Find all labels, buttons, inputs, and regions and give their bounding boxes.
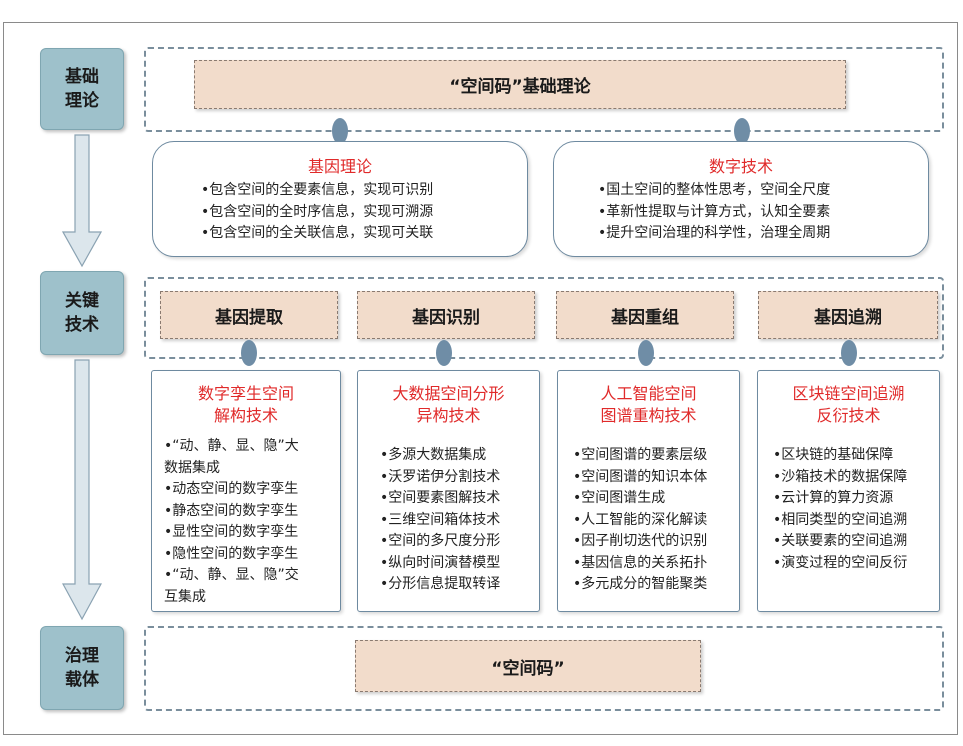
list-item: •静态空间的数字孪生 bbox=[164, 502, 299, 519]
level-basic-theory-label: 基础理论 bbox=[65, 67, 99, 111]
list-item: •空间图谱生成 bbox=[573, 490, 666, 506]
list-item: •空间要素图解技术 bbox=[380, 490, 501, 506]
level-basic-theory: 基础理论 bbox=[40, 48, 124, 130]
list-item: •提升空间治理的科学性，治理全周期 bbox=[598, 225, 831, 241]
ai-graph-card: 人工智能空间 图谱重构技术 •空间图谱的要素层级 •空间图谱的知识本体 •空间图… bbox=[557, 370, 740, 612]
list-item: •“动、静、显、隐”交 bbox=[164, 567, 299, 583]
level-governance-carrier: 治理载体 bbox=[40, 626, 124, 710]
key-technology-region bbox=[144, 277, 944, 359]
list-item: •多源大数据集成 bbox=[380, 447, 487, 463]
digital-technology-title: 数字技术 bbox=[708, 157, 773, 176]
list-item: •人工智能的深化解读 bbox=[573, 511, 708, 528]
down-arrow-icon bbox=[62, 359, 102, 621]
list-item: •演变过程的空间反衍 bbox=[773, 554, 908, 571]
list-item: •隐性空间的数字孪生 bbox=[164, 545, 299, 562]
card-title: 数字孪生空间 bbox=[197, 384, 294, 403]
blockchain-trace-card: 区块链空间追溯 反衍技术 •区块链的基础保障 •沙箱技术的数据保障 •云计算的算… bbox=[757, 370, 940, 612]
card-title: 异构技术 bbox=[416, 406, 481, 425]
list-item: •因子削切迭代的识别 bbox=[573, 533, 708, 549]
level-key-technology: 关键技术 bbox=[40, 271, 124, 355]
list-item: •纵向时间演替模型 bbox=[380, 554, 501, 571]
list-item: •空间的多尺度分形 bbox=[380, 533, 501, 549]
list-item: •云计算的算力资源 bbox=[773, 490, 894, 506]
list-item: 数据集成 bbox=[164, 459, 220, 476]
gene-extraction-box: 基因提取 bbox=[160, 291, 338, 339]
down-arrow-icon bbox=[62, 134, 102, 268]
space-code-theory-box: “空间码”基础理论 bbox=[194, 60, 846, 109]
level-governance-carrier-label: 治理载体 bbox=[65, 646, 99, 690]
list-item: 互集成 bbox=[164, 588, 206, 605]
list-item: •“动、静、显、隐”大 bbox=[164, 438, 299, 454]
list-item: •包含空间的全要素信息，实现可识别 bbox=[201, 182, 434, 198]
basic-theory-region bbox=[144, 47, 944, 132]
list-item: •三维空间箱体技术 bbox=[380, 511, 501, 528]
big-data-fractal-card: 大数据空间分形 异构技术 •多源大数据集成 •沃罗诺伊分割技术 •空间要素图解技… bbox=[357, 370, 540, 612]
list-item: •包含空间的全关联信息，实现可关联 bbox=[201, 225, 434, 241]
list-item: •相同类型的空间追溯 bbox=[773, 511, 908, 528]
card-title: 解构技术 bbox=[213, 406, 278, 425]
level-key-technology-label: 关键技术 bbox=[65, 291, 99, 335]
connector-node bbox=[734, 118, 750, 144]
gene-traceability-box: 基因追溯 bbox=[758, 291, 938, 339]
space-code-box: “空间码” bbox=[355, 640, 701, 692]
list-item: •沃罗诺伊分割技术 bbox=[380, 468, 501, 485]
list-item: •显性空间的数字孪生 bbox=[164, 524, 299, 540]
gene-theory-title: 基因理论 bbox=[307, 157, 372, 176]
list-item: •空间图谱的知识本体 bbox=[573, 468, 708, 485]
list-item: •多元成分的智能聚类 bbox=[573, 576, 708, 592]
governance-region bbox=[144, 626, 944, 711]
list-item: •分形信息提取转译 bbox=[380, 576, 501, 592]
connector-node bbox=[332, 118, 348, 144]
card-title: 区块链空间追溯 bbox=[792, 384, 905, 403]
card-title: 人工智能空间 bbox=[600, 384, 697, 403]
card-title: 大数据空间分形 bbox=[392, 384, 505, 403]
card-title: 图谱重构技术 bbox=[600, 406, 697, 425]
diagram-frame bbox=[3, 22, 958, 735]
connector-node bbox=[436, 340, 452, 366]
connector-node bbox=[841, 340, 857, 366]
list-item: •沙箱技术的数据保障 bbox=[773, 468, 908, 485]
list-item: •包含空间的全时序信息，实现可溯源 bbox=[201, 203, 434, 220]
list-item: •空间图谱的要素层级 bbox=[573, 447, 708, 463]
card-title: 反衍技术 bbox=[816, 406, 881, 425]
list-item: •动态空间的数字孪生 bbox=[164, 481, 299, 497]
connector-node bbox=[241, 340, 257, 366]
digital-technology-card: 数字技术 •国土空间的整体性思考，空间全尺度 •革新性提取与计算方式，认知全要素… bbox=[553, 141, 929, 257]
connector-node bbox=[638, 340, 654, 366]
list-item: •区块链的基础保障 bbox=[773, 447, 894, 463]
list-item: •革新性提取与计算方式，认知全要素 bbox=[598, 203, 831, 220]
list-item: •国土空间的整体性思考，空间全尺度 bbox=[598, 182, 831, 198]
digital-twin-card: 数字孪生空间 解构技术 •“动、静、显、隐”大 数据集成 •动态空间的数字孪生 … bbox=[151, 370, 341, 612]
gene-recognition-box: 基因识别 bbox=[357, 291, 535, 339]
list-item: •关联要素的空间追溯 bbox=[773, 533, 908, 549]
gene-theory-card: 基因理论 •包含空间的全要素信息，实现可识别 •包含空间的全时序信息，实现可溯源… bbox=[152, 141, 528, 257]
gene-recombination-box: 基因重组 bbox=[556, 291, 734, 339]
list-item: •基因信息的关系拓扑 bbox=[573, 554, 708, 571]
